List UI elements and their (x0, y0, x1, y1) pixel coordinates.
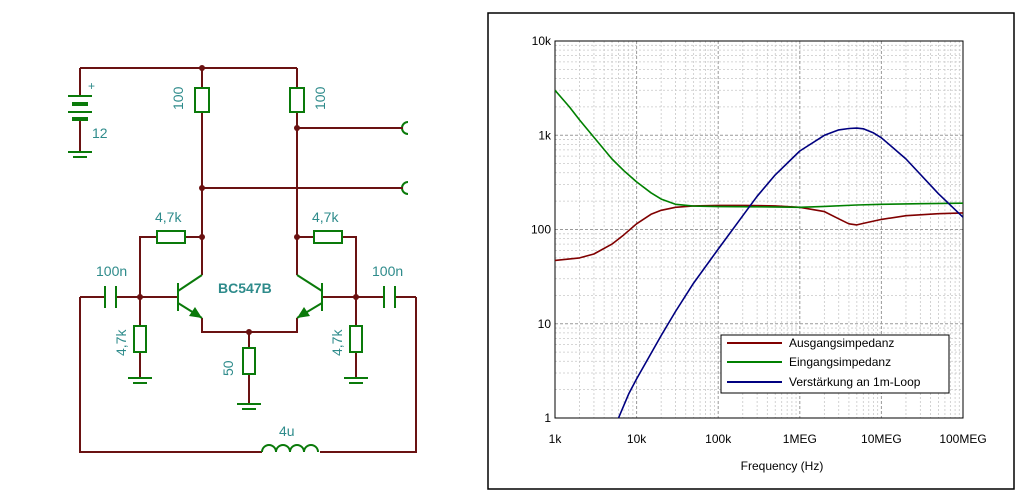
inductor-label: 4u (279, 423, 295, 439)
circuit-labels: + 12 100 100 4,7k 4,7k 100n 100n 4,7k 4,… (88, 79, 403, 439)
junction-dot (294, 125, 300, 131)
wire-right-outer (320, 297, 417, 453)
wire-fb-left-b (139, 236, 157, 297)
x-tick-label: 10MEG (861, 432, 902, 446)
junction-dot (199, 234, 205, 240)
y-axis-tick-labels: 1 10 100 1k 10k (531, 34, 552, 425)
resistor-emitter (242, 347, 256, 375)
capacitor-right-label: 100n (372, 263, 403, 279)
transistor-right (296, 274, 323, 319)
resistor-base-right-label: 4,7k (329, 329, 345, 356)
circuit-wires (79, 67, 417, 453)
legend-label-input: Eingangsimpedanz (789, 355, 891, 369)
resistor-emitter-label: 50 (220, 360, 236, 376)
series-line-gain (617, 127, 963, 418)
y-tick-label: 10k (532, 34, 552, 48)
y-tick-label: 1 (544, 411, 551, 425)
x-tick-label: 10k (627, 432, 647, 446)
resistor-feedback-left-label: 4,7k (155, 209, 182, 225)
legend-box (720, 334, 950, 394)
ground-symbol-left-base (128, 377, 152, 384)
x-axis-label: Frequency (Hz) (741, 459, 824, 473)
battery-voltage-label: 12 (92, 125, 108, 141)
resistor-base-left (133, 325, 147, 353)
ground-symbol-emitter (237, 403, 261, 410)
x-tick-label: 100k (705, 432, 732, 446)
x-tick-label: 100MEG (939, 432, 986, 446)
resistor-top-left-label: 100 (170, 86, 186, 110)
junction-dot (246, 329, 252, 335)
capacitor-left-label: 100n (96, 263, 127, 279)
series-line-input-impedance (555, 89, 963, 209)
capacitor-right (383, 286, 396, 308)
transistor-left (177, 274, 203, 319)
junction-dot (199, 65, 205, 71)
junction-dot (353, 294, 359, 300)
resistor-feedback-right-label: 4,7k (312, 209, 339, 225)
wire-fb-right-b (342, 236, 357, 297)
x-axis-tick-labels: 1k 10k 100k 1MEG 10MEG 100MEG (549, 432, 987, 446)
y-tick-label: 10 (538, 317, 552, 331)
ground-symbol-battery (68, 151, 92, 158)
resistor-base-left-label: 4,7k (113, 329, 129, 356)
circuit-components (68, 87, 409, 453)
resistor-feedback-right (313, 230, 343, 244)
y-tick-label: 1k (538, 128, 552, 142)
resistor-top-left (194, 87, 210, 113)
series-line-output-impedance (555, 204, 963, 262)
legend-label-output: Ausgangsimpedanz (789, 336, 894, 350)
x-tick-label: 1k (549, 432, 563, 446)
x-tick-label: 1MEG (783, 432, 817, 446)
ground-symbol-right-base (344, 377, 368, 384)
wire-left-outer (79, 297, 262, 453)
inductor-coil (261, 444, 319, 453)
chart-grid-minor (555, 41, 963, 418)
junction-dot (199, 185, 205, 191)
capacitor-left (104, 286, 117, 308)
battery-plus-label: + (88, 79, 95, 93)
chart-series (555, 89, 963, 418)
resistor-base-right (349, 325, 363, 353)
legend-label-gain: Verstärkung an 1m-Loop (789, 375, 921, 389)
junction-dot (137, 294, 143, 300)
circuit-schematic: + 12 100 100 4,7k 4,7k 100n 100n 4,7k 4,… (68, 65, 417, 453)
y-tick-label: 100 (531, 223, 551, 237)
plot-area-border (554, 40, 964, 419)
battery-symbol (68, 95, 92, 121)
resistor-feedback-left (156, 230, 186, 244)
circuit-junctions (137, 65, 359, 335)
transistor-label: BC547B (218, 280, 272, 296)
chart-legend: Ausgangsimpedanz Eingangsimpedanz Verstä… (720, 334, 950, 394)
chart-frame (487, 12, 1015, 490)
resistor-top-right-label: 100 (312, 86, 328, 110)
resistor-top-right (289, 87, 305, 113)
impedance-chart: 1k 10k 100k 1MEG 10MEG 100MEG 1 10 100 1k 10k Fre… (487, 12, 1015, 490)
junction-dot (294, 234, 300, 240)
